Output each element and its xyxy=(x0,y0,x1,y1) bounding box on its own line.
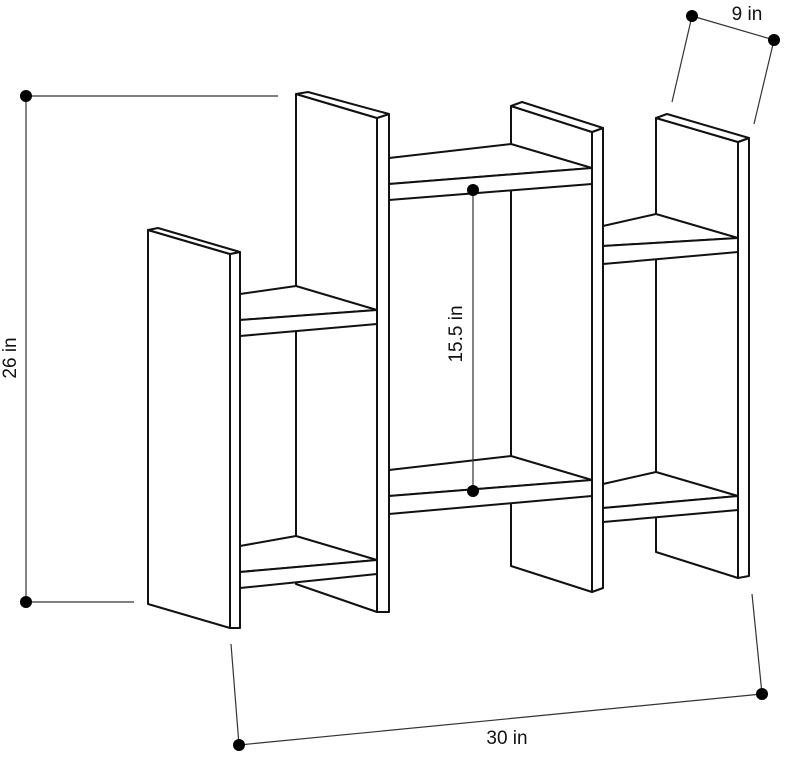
shelf-right-upper xyxy=(602,213,739,265)
width-left-dot xyxy=(233,739,245,751)
dimension-inner-height: 15.5 in xyxy=(446,184,479,497)
dimension-height: 26 in xyxy=(0,90,278,608)
height-bottom-dot xyxy=(20,596,32,608)
dimension-width: 30 in xyxy=(230,593,768,751)
depth-label: 9 in xyxy=(732,4,763,25)
height-label: 26 in xyxy=(0,337,21,378)
inner-height-label: 15.5 in xyxy=(446,305,467,362)
depth-start-dot xyxy=(686,10,698,22)
width-label: 30 in xyxy=(486,728,527,749)
inner-height-bottom-dot xyxy=(467,485,479,497)
depth-end-dot xyxy=(768,34,780,46)
panel-left xyxy=(147,227,241,629)
shelf-right-lower xyxy=(602,471,739,523)
dimension-depth: 9 in xyxy=(671,4,780,125)
height-top-dot xyxy=(20,90,32,102)
shelf-center-upper xyxy=(388,143,593,201)
width-right-dot xyxy=(756,688,768,700)
panel-center-left xyxy=(295,91,390,613)
inner-height-top-dot xyxy=(467,184,479,196)
